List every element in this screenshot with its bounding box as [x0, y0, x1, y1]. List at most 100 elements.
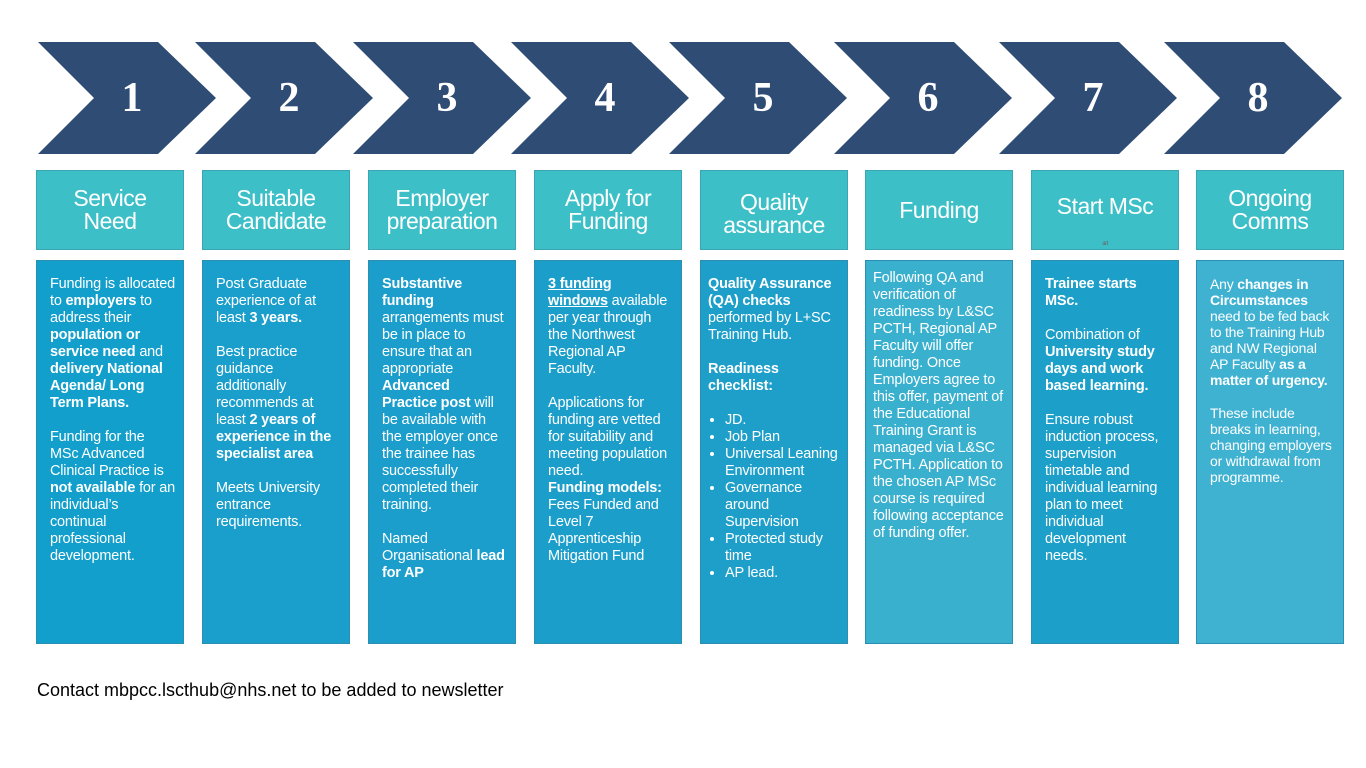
step-title-line: Ongoing: [1228, 185, 1312, 211]
detail-text: performed by L+SC Training Hub.: [708, 310, 831, 343]
step-title-line: Comms: [1231, 208, 1309, 234]
step-number: 5: [752, 75, 774, 121]
step-title-note: art: [1102, 241, 1108, 247]
detail-text: Named Organisational: [382, 531, 473, 564]
chevron-arrow-shape: [999, 42, 1177, 154]
detail-bold-text: 2 years of experience in the specialist …: [216, 412, 332, 462]
readiness-checklist: JD. Job Plan Universal Leaning Environme…: [708, 412, 843, 582]
detail-text: will be available with the employer once…: [382, 395, 498, 513]
step-title-line: Funding: [899, 196, 979, 223]
step-chevron-3: 3: [353, 42, 531, 154]
step-detail-box-6: Following QA and verification of readine…: [865, 260, 1013, 644]
detail-text: Any: [1210, 276, 1234, 292]
detail-bold-text: Advanced Practice post: [382, 378, 471, 411]
step-title-line: Funding: [568, 208, 648, 234]
step-number: 3: [436, 75, 458, 121]
step-title-line: Suitable: [236, 185, 316, 211]
checklist-item: Job Plan: [725, 429, 843, 446]
detail-text: Fees Funded and Level 7 Apprenticeship M…: [548, 497, 659, 564]
detail-bold-text: delivery National Agenda/ Long Term Plan…: [50, 361, 163, 411]
step-number: 8: [1247, 75, 1269, 121]
chevron-arrow-shape: [511, 42, 689, 154]
checklist-item: Governance around Supervision: [725, 480, 843, 531]
step-detail-box-8: Any changes in Circumstances need to be …: [1196, 260, 1344, 644]
step-detail-box-7: Trainee starts MSc. Combination of Unive…: [1031, 260, 1179, 644]
chevron-arrow-shape: [1164, 42, 1342, 154]
detail-text: and: [139, 344, 163, 360]
checklist-item: Protected study time: [725, 531, 843, 565]
detail-bold-text: Funding models:: [548, 480, 662, 496]
step-number: 1: [121, 75, 143, 121]
step-title-box-7: Start MSc art: [1031, 170, 1179, 250]
step-chevron-8: 8: [1164, 42, 1342, 154]
chevron-arrow-shape: [353, 42, 531, 154]
step-title-line: Candidate: [225, 208, 327, 234]
detail-text: Following QA and verification of readine…: [873, 270, 1004, 541]
detail-bold-text: 3 funding windows: [548, 276, 612, 309]
step-title-box-6: Funding: [865, 170, 1013, 250]
step-number: 2: [278, 75, 300, 121]
detail-text: Applications for funding are vetted for …: [548, 395, 667, 479]
detail-text: Combination of: [1045, 327, 1140, 343]
detail-text: arrangements must be in place to ensure …: [382, 310, 504, 377]
step-title-line: Service: [73, 185, 147, 211]
detail-bold-text: employers: [65, 293, 137, 309]
step-chevron-4: 4: [511, 42, 689, 154]
detail-text: Post Graduate experience of at least: [216, 276, 316, 326]
chevron-arrow-shape: [38, 42, 216, 154]
step-title-line: Quality: [739, 189, 809, 215]
chevron-arrow-shape: [669, 42, 847, 154]
step-number: 7: [1082, 75, 1104, 121]
step-chevron-2: 2: [195, 42, 373, 154]
detail-bold-text: 3 years.: [249, 310, 302, 326]
detail-text: These include breaks in learning, changi…: [1210, 405, 1332, 485]
detail-bold-text: population or service need: [50, 327, 141, 360]
step-detail-box-2: Post Graduate experience of at least 3 y…: [202, 260, 350, 644]
detail-bold-text: Substantive funding: [382, 276, 462, 309]
newsletter-contact-text: Contact mbpcc.lscthub@nhs.net to be adde…: [37, 680, 504, 700]
step-title-line: Start MSc: [1056, 192, 1154, 219]
step-number: 6: [917, 75, 939, 121]
detail-text: Funding is allocated to: [50, 276, 175, 309]
detail-text: for an individual’s continual profession…: [50, 480, 175, 564]
detail-bold-text: changes in Circumstances: [1210, 276, 1309, 308]
step-title-line: Apply for: [564, 185, 652, 211]
step-title-line: Need: [83, 208, 137, 234]
detail-bold-text: Readiness checklist:: [708, 361, 779, 394]
checklist-item: JD.: [725, 412, 843, 429]
detail-bold-text: as a matter of urgency.: [1210, 356, 1328, 388]
checklist-item: Universal Leaning Environment: [725, 446, 843, 480]
chevron-arrow-shape: [834, 42, 1012, 154]
step-detail-box-1: Funding is allocated to employers to add…: [36, 260, 184, 644]
step-detail-box-5: Quality Assurance (QA) checks performed …: [700, 260, 848, 644]
step-chevron-5: 5: [669, 42, 847, 154]
detail-bold-text: lead for AP: [382, 548, 505, 581]
detail-text: Best practice guidance additionally reco…: [216, 344, 314, 428]
step-detail-box-4: 3 funding windows available per year thr…: [534, 260, 682, 644]
detail-text: Meets University entrance requirements.: [216, 480, 320, 530]
detail-text: to address their: [50, 293, 152, 326]
step-title-line: Employer: [395, 185, 489, 211]
step-title-line: preparation: [386, 208, 498, 234]
detail-text: Ensure robust induction process, supervi…: [1045, 412, 1159, 564]
detail-bold-text: Quality Assurance (QA) checks: [708, 276, 832, 309]
detail-bold-text: not available: [50, 480, 136, 496]
checklist-item: AP lead.: [725, 565, 843, 582]
detail-text: need to be fed back to the Training Hub …: [1210, 308, 1330, 372]
detail-text: Funding for the MSc Advanced Clinical Pr…: [50, 429, 164, 479]
step-detail-box-3: Substantive funding arrangements must be…: [368, 260, 516, 644]
detail-text: available per year through the Northwest…: [548, 293, 668, 377]
step-chevron-6: 6: [834, 42, 1012, 154]
chevron-arrow-shape: [195, 42, 373, 154]
detail-bold-text: University study days and work based lea…: [1045, 344, 1155, 394]
step-number: 4: [594, 75, 616, 121]
step-chevron-1: 1: [38, 42, 216, 154]
step-chevron-7: 7: [999, 42, 1177, 154]
detail-bold-text: Trainee starts MSc.: [1045, 276, 1137, 309]
